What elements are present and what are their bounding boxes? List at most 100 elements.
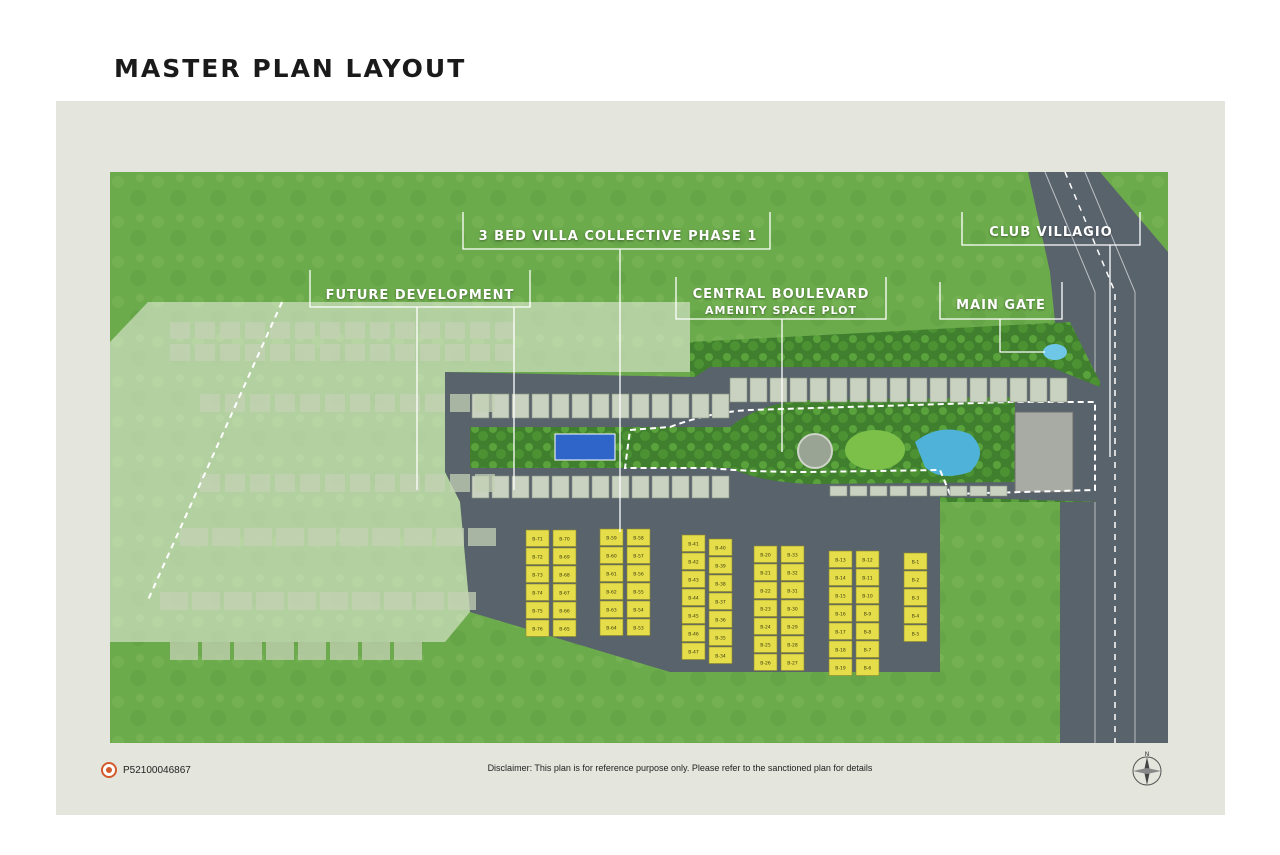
villa-plot-label: B-26	[760, 660, 771, 666]
future-plot	[180, 528, 208, 546]
row-villa	[1049, 377, 1068, 403]
row-villa	[789, 377, 808, 403]
villa-plot	[681, 534, 706, 552]
boulevard-plaza	[797, 433, 833, 469]
lawn	[845, 430, 905, 470]
future-plot	[224, 592, 252, 610]
future-plot	[244, 528, 272, 546]
row-villa	[571, 475, 590, 499]
maharera-logo-icon	[101, 762, 117, 778]
villa-plot	[753, 617, 778, 635]
future-plot	[400, 474, 420, 492]
villa-plot	[903, 552, 928, 570]
villa-plot-label: B-70	[559, 536, 570, 542]
villa-plot	[681, 606, 706, 624]
future-plot	[370, 344, 390, 361]
villa-plot-label: B-59	[606, 535, 617, 541]
row-villa	[671, 475, 690, 499]
row-villa	[869, 377, 888, 403]
callout-future-development: FUTURE DEVELOPMENT	[325, 288, 515, 303]
row-villa	[849, 377, 868, 403]
villa-plot-label: B-4	[912, 613, 920, 619]
future-plot	[325, 394, 345, 412]
future-plot	[295, 322, 315, 339]
future-plot	[225, 474, 245, 492]
future-plot	[394, 642, 422, 660]
row-villa	[929, 377, 948, 403]
future-plot	[470, 344, 490, 361]
future-plot	[395, 322, 415, 339]
villa-plot	[626, 564, 651, 582]
club-pool	[915, 429, 980, 476]
villa-plot-label: B-68	[559, 572, 570, 578]
villa-plot	[855, 658, 880, 676]
row-villa	[829, 485, 848, 497]
villa-plot	[552, 583, 577, 601]
future-plot	[298, 642, 326, 660]
villa-plot-label: B-38	[715, 581, 726, 587]
villa-plot-label: B-15	[835, 593, 846, 599]
villa-plot-label: B-18	[835, 647, 846, 653]
villa-plot-label: B-11	[862, 575, 873, 581]
row-villa	[909, 485, 928, 497]
clubhouse	[1014, 411, 1074, 493]
villa-plot	[780, 545, 805, 563]
future-plot	[245, 322, 265, 339]
row-villa	[869, 485, 888, 497]
row-villa	[691, 475, 710, 499]
villa-plot-label: B-35	[715, 635, 726, 641]
villa-plot	[753, 545, 778, 563]
villa-plot-label: B-20	[760, 552, 771, 558]
callout-main-gate: MAIN GATE	[956, 298, 1046, 313]
villa-plot	[552, 601, 577, 619]
villa-plot	[753, 599, 778, 617]
villa-plot	[599, 528, 624, 546]
villa-plot	[552, 565, 577, 583]
future-plot	[425, 394, 445, 412]
villa-plot	[681, 570, 706, 588]
row-villa	[969, 377, 988, 403]
villa-plot	[753, 563, 778, 581]
future-plot	[362, 642, 390, 660]
villa-rows	[471, 377, 1068, 499]
future-plot	[270, 344, 290, 361]
future-plot	[400, 394, 420, 412]
villa-plot	[828, 604, 853, 622]
row-villa	[949, 485, 968, 497]
villa-plot	[855, 568, 880, 586]
villa-plot-label: B-12	[862, 557, 873, 563]
row-villa	[769, 377, 788, 403]
villa-plot	[780, 581, 805, 599]
villa-plot	[708, 646, 733, 664]
villa-plot-label: B-42	[688, 559, 699, 565]
villa-plot-label: B-58	[633, 535, 644, 541]
villa-plot	[753, 581, 778, 599]
villa-plot	[828, 658, 853, 676]
villa-plot	[708, 592, 733, 610]
villa-plot-label: B-32	[787, 570, 798, 576]
future-plot	[420, 322, 440, 339]
villa-plot-label: B-9	[864, 611, 872, 617]
villa-plot	[903, 570, 928, 588]
villa-plot-label: B-60	[606, 553, 617, 559]
villa-plot-label: B-46	[688, 631, 699, 637]
villa-plot-label: B-61	[606, 571, 617, 577]
villa-plot-label: B-72	[532, 554, 543, 560]
future-plot	[445, 344, 465, 361]
villa-plot	[599, 600, 624, 618]
villa-plot	[828, 568, 853, 586]
future-plot	[445, 322, 465, 339]
villa-plot-label: B-65	[559, 626, 570, 632]
villa-plots: B-71B-72B-73B-74B-75B-76B-70B-69B-68B-67…	[525, 528, 928, 676]
villa-plot-label: B-73	[532, 572, 543, 578]
future-plot	[420, 344, 440, 361]
villa-plot-label: B-34	[715, 653, 726, 659]
callout-club-villagio: CLUB VILLAGIO	[989, 225, 1113, 240]
future-plot	[245, 344, 265, 361]
future-plot	[345, 322, 365, 339]
villa-plot	[855, 586, 880, 604]
future-plot	[200, 474, 220, 492]
villa-plot-label: B-19	[835, 665, 846, 671]
future-plot	[404, 528, 432, 546]
villa-plot	[681, 552, 706, 570]
